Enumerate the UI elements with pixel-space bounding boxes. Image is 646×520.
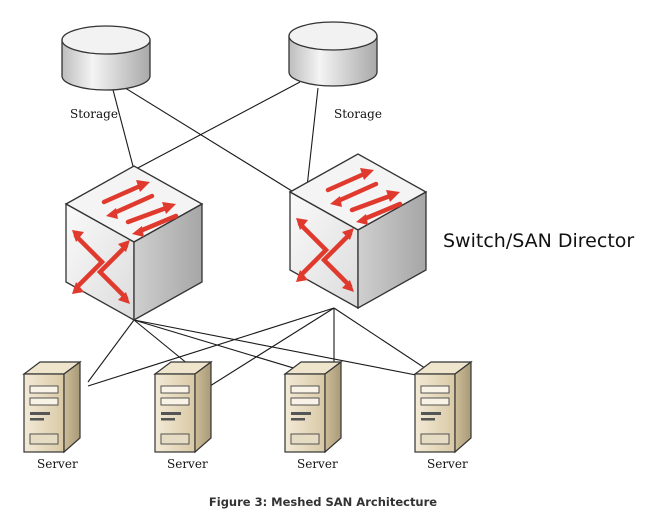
server-label-4: Server xyxy=(427,457,468,471)
switch-label: Switch/SAN Director xyxy=(443,230,635,252)
server-tower-icon xyxy=(283,360,343,454)
server-label-1: Server xyxy=(37,457,78,471)
switch-cube-icon xyxy=(64,165,204,322)
server-label-2: Server xyxy=(167,457,208,471)
storage-label-right: Storage xyxy=(334,107,382,121)
connection-lines xyxy=(87,81,453,387)
server-tower-icon xyxy=(22,360,82,454)
storage-cylinder-icon xyxy=(288,21,378,87)
server-tower-icon xyxy=(413,360,473,454)
server-label-3: Server xyxy=(297,457,338,471)
switch-cube-icon xyxy=(288,153,428,310)
storage-label-left: Storage xyxy=(70,107,118,121)
storage-cylinder-icon xyxy=(61,25,151,91)
server-tower-icon xyxy=(153,360,213,454)
figure-caption: Figure 3: Meshed SAN Architecture xyxy=(208,495,438,509)
